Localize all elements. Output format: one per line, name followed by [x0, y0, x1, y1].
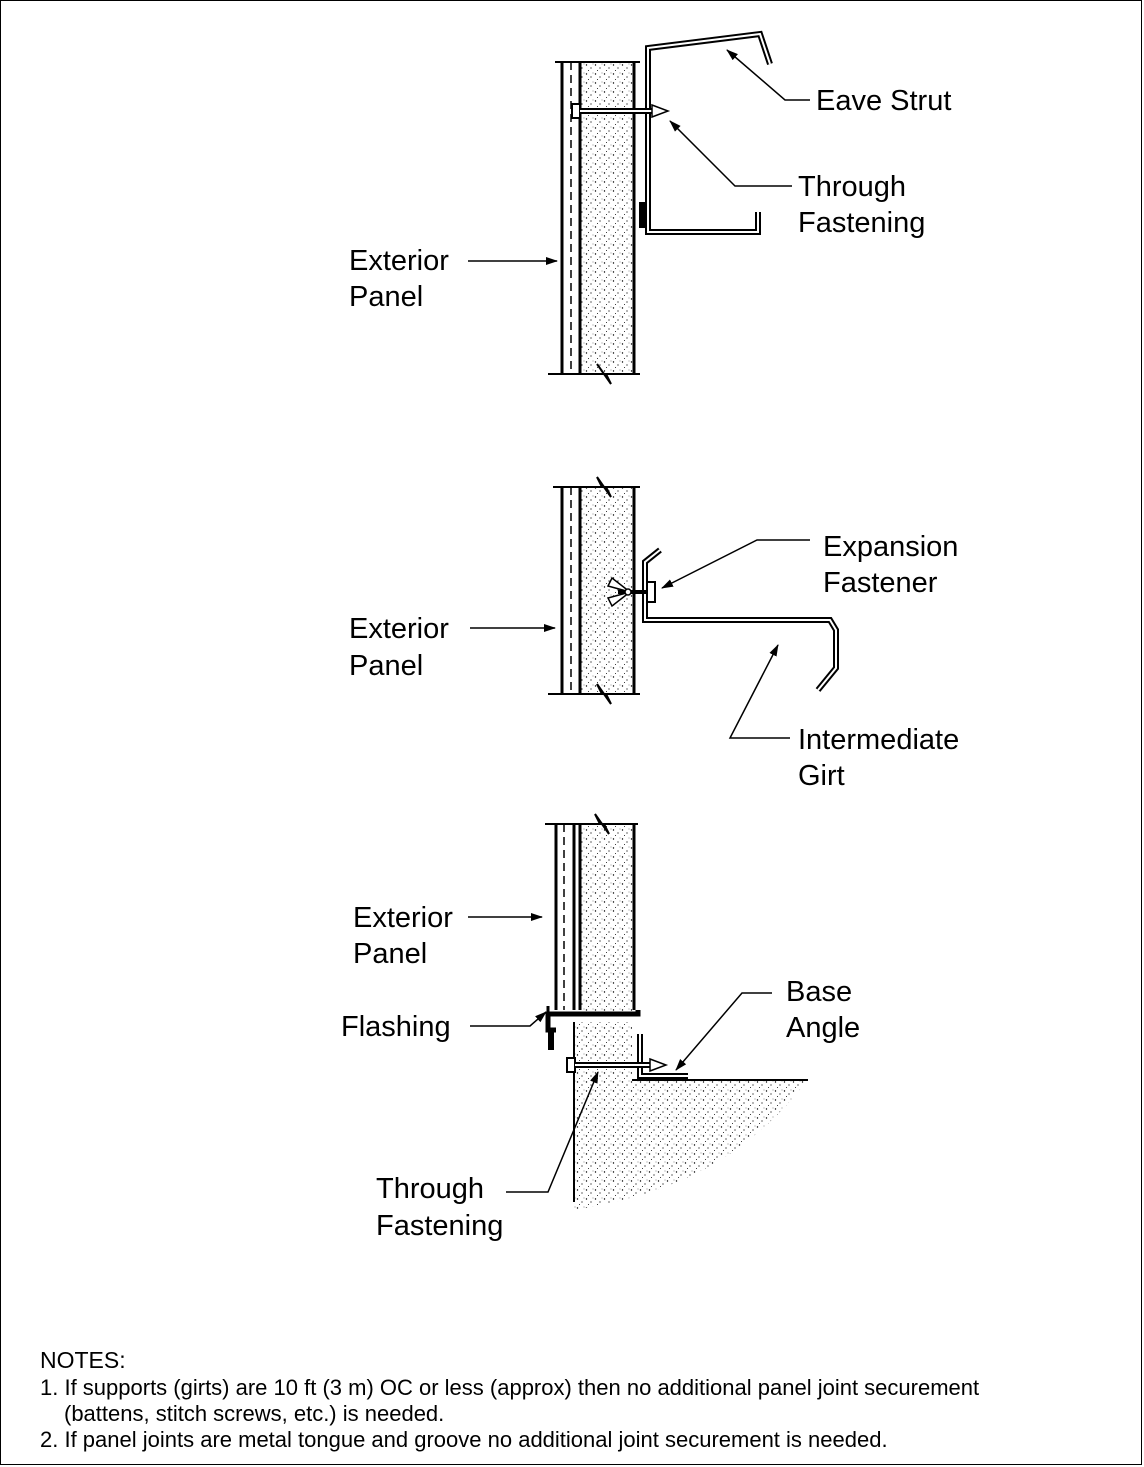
leaders-eave — [468, 49, 810, 265]
base-detail: Exterior Panel Base Angle Flashing Throu… — [341, 813, 860, 1242]
notes-heading: NOTES: — [40, 1347, 126, 1373]
label-exterior-panel-girt-1: Exterior — [349, 613, 449, 645]
label-intermediate-girt-1: Intermediate — [798, 724, 959, 756]
flashing — [545, 1006, 641, 1050]
label-expansion-fastener-2: Fastener — [823, 567, 938, 599]
label-base-angle-2: Angle — [786, 1012, 860, 1044]
leaders-base — [468, 913, 772, 1193]
exterior-panel-girt — [548, 476, 640, 705]
intermediate-girt — [642, 547, 839, 692]
label-flashing: Flashing — [341, 1011, 451, 1043]
note-1-line-2: (battens, stitch screws, etc.) is needed… — [64, 1401, 445, 1426]
label-base-angle-1: Base — [786, 976, 852, 1008]
label-exterior-panel-girt-2: Panel — [349, 650, 423, 682]
label-through-fastening-eave-1: Through — [798, 171, 906, 203]
eave-strut — [639, 30, 773, 235]
label-intermediate-girt-2: Girt — [798, 760, 845, 792]
eave-detail: Eave Strut Through Fastening Exterior Pa… — [349, 30, 951, 385]
foundation — [573, 1022, 808, 1210]
base-angle — [637, 1034, 688, 1079]
label-exterior-panel-base-1: Exterior — [353, 902, 453, 934]
label-exterior-panel-base-2: Panel — [353, 938, 427, 970]
label-expansion-fastener-1: Expansion — [823, 531, 958, 563]
label-through-fastening-eave-2: Fastening — [798, 207, 925, 239]
label-through-fastening-base-2: Fastening — [376, 1210, 503, 1242]
through-fastener-eave — [571, 103, 671, 119]
expansion-fastener — [606, 576, 656, 608]
label-exterior-panel-eave-2: Panel — [349, 281, 423, 313]
through-fastener-base — [566, 1057, 669, 1073]
note-1-line-1: 1. If supports (girts) are 10 ft (3 m) O… — [40, 1375, 980, 1400]
label-exterior-panel-eave-1: Exterior — [349, 245, 449, 277]
exterior-panel-base — [545, 813, 638, 1014]
girt-detail: Expansion Fastener Exterior Panel Interm… — [349, 476, 959, 792]
note-2: 2. If panel joints are metal tongue and … — [40, 1427, 888, 1452]
label-eave-strut: Eave Strut — [816, 85, 951, 117]
leaders-girt — [470, 539, 810, 739]
label-through-fastening-base-1: Through — [376, 1173, 484, 1205]
